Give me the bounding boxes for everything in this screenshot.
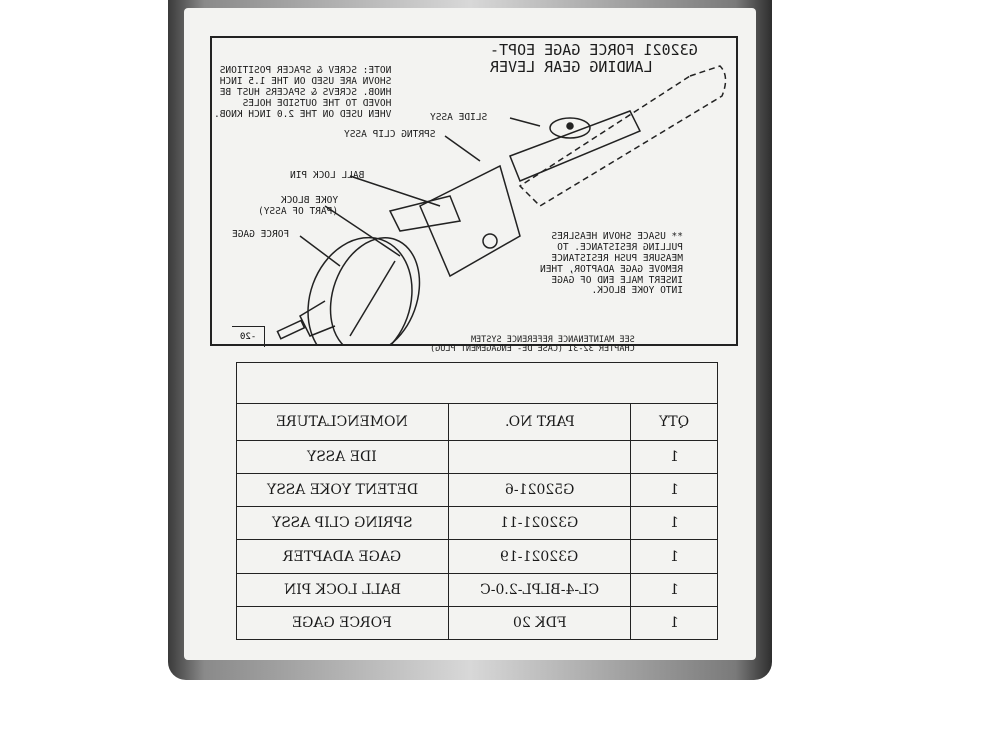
table-row: DETENT YOKE ASSY G52021-6 1 [236, 473, 718, 508]
cell-qty: 1 [669, 449, 679, 466]
callout-yoke-block: YOKE BLOCK (PART OF ASSY) [258, 195, 339, 217]
cell-qty: 1 [669, 614, 679, 631]
cell-qty: 1 [669, 482, 679, 499]
table-row: SPRING CLIP ASSY G32021-11 1 [236, 506, 718, 541]
cell-part: CL-4-BLPL-2.0-C [479, 581, 600, 598]
cell-name: GAGE ADAPTER [283, 548, 402, 565]
header-qty: QTY [659, 414, 690, 430]
cell-part: FDK 20 [512, 614, 567, 631]
cell-name: FORCE GAGE [292, 614, 393, 631]
diagram-box [210, 36, 738, 346]
title-line: LANDING GEAR LEVER [490, 58, 653, 77]
cell-name: DETENT YOKE ASSY [266, 482, 418, 499]
callout-spring-clip: SPRTNG CLIP ASSY [344, 129, 436, 140]
note-line: HOVED TO THE OUTSIDE HOLES [242, 97, 392, 109]
page-tag-text: -20 [239, 332, 257, 342]
cell-name: BALL LOCK PIN [283, 581, 401, 598]
usage-line: INTO YOKE BLOCK. [591, 285, 683, 297]
note-line: VHEN USED ON THE 2.0 INCH KNOB. [214, 108, 392, 120]
cell-part: G52021-6 [504, 482, 575, 499]
table-row: GAGE ADAPTER G32021-19 1 [236, 539, 718, 574]
callout-slide-assy: SLIDE ASSY [430, 112, 488, 123]
force-gage-illustration [276, 65, 727, 346]
usage-line: MEASURE PUSH RESISTANCE [551, 252, 683, 264]
header-nomenclature: NOMENCLATURE [276, 414, 409, 430]
table-header-row: NOMENCLATURE PART NO. QTY [236, 403, 718, 441]
page-tag: -20 [232, 326, 265, 347]
note-line: HNOB. SCREVS & SPACERS HUST BE [219, 86, 392, 98]
cell-part: G32021-19 [500, 548, 579, 565]
cell-qty: 1 [669, 515, 679, 532]
cell-qty: 1 [669, 548, 679, 565]
usage-line: REMOVE GAGE ADAPTOR, THEN [540, 263, 683, 275]
callout-ball-lock-pin: BALL LOCK PIN [290, 170, 365, 181]
table-row: BALL LOCK PIN CL-4-BLPL-2.0-C 1 [236, 572, 718, 607]
table-title-row [236, 362, 718, 404]
cell-part: G32021-11 [500, 515, 579, 532]
header-part-no: PART NO. [504, 414, 575, 430]
reference-line: CHAPTER 32-31 (CASE DE- ENGAGEMENT PLUG) [430, 344, 635, 355]
table-row: IDE ASSY 1 [236, 439, 718, 475]
parts-table: NOMENCLATURE PART NO. QTY IDE ASSY 1 DETE… [236, 362, 718, 641]
cell-qty: 1 [669, 581, 679, 598]
cell-name: IDE ASSY [307, 449, 378, 466]
cell-name: SPRING CLIP ASSY [271, 515, 413, 532]
placard-title: G32021 FORCE GAGE EOPT-LANDING GEAR LEVE… [490, 41, 698, 77]
callout-force-gage: FORCE GAGE [232, 229, 290, 240]
table-row: FORCE GAGE FDK 20 1 [236, 605, 718, 641]
title-line: G32021 FORCE GAGE EOPT- [490, 41, 698, 59]
